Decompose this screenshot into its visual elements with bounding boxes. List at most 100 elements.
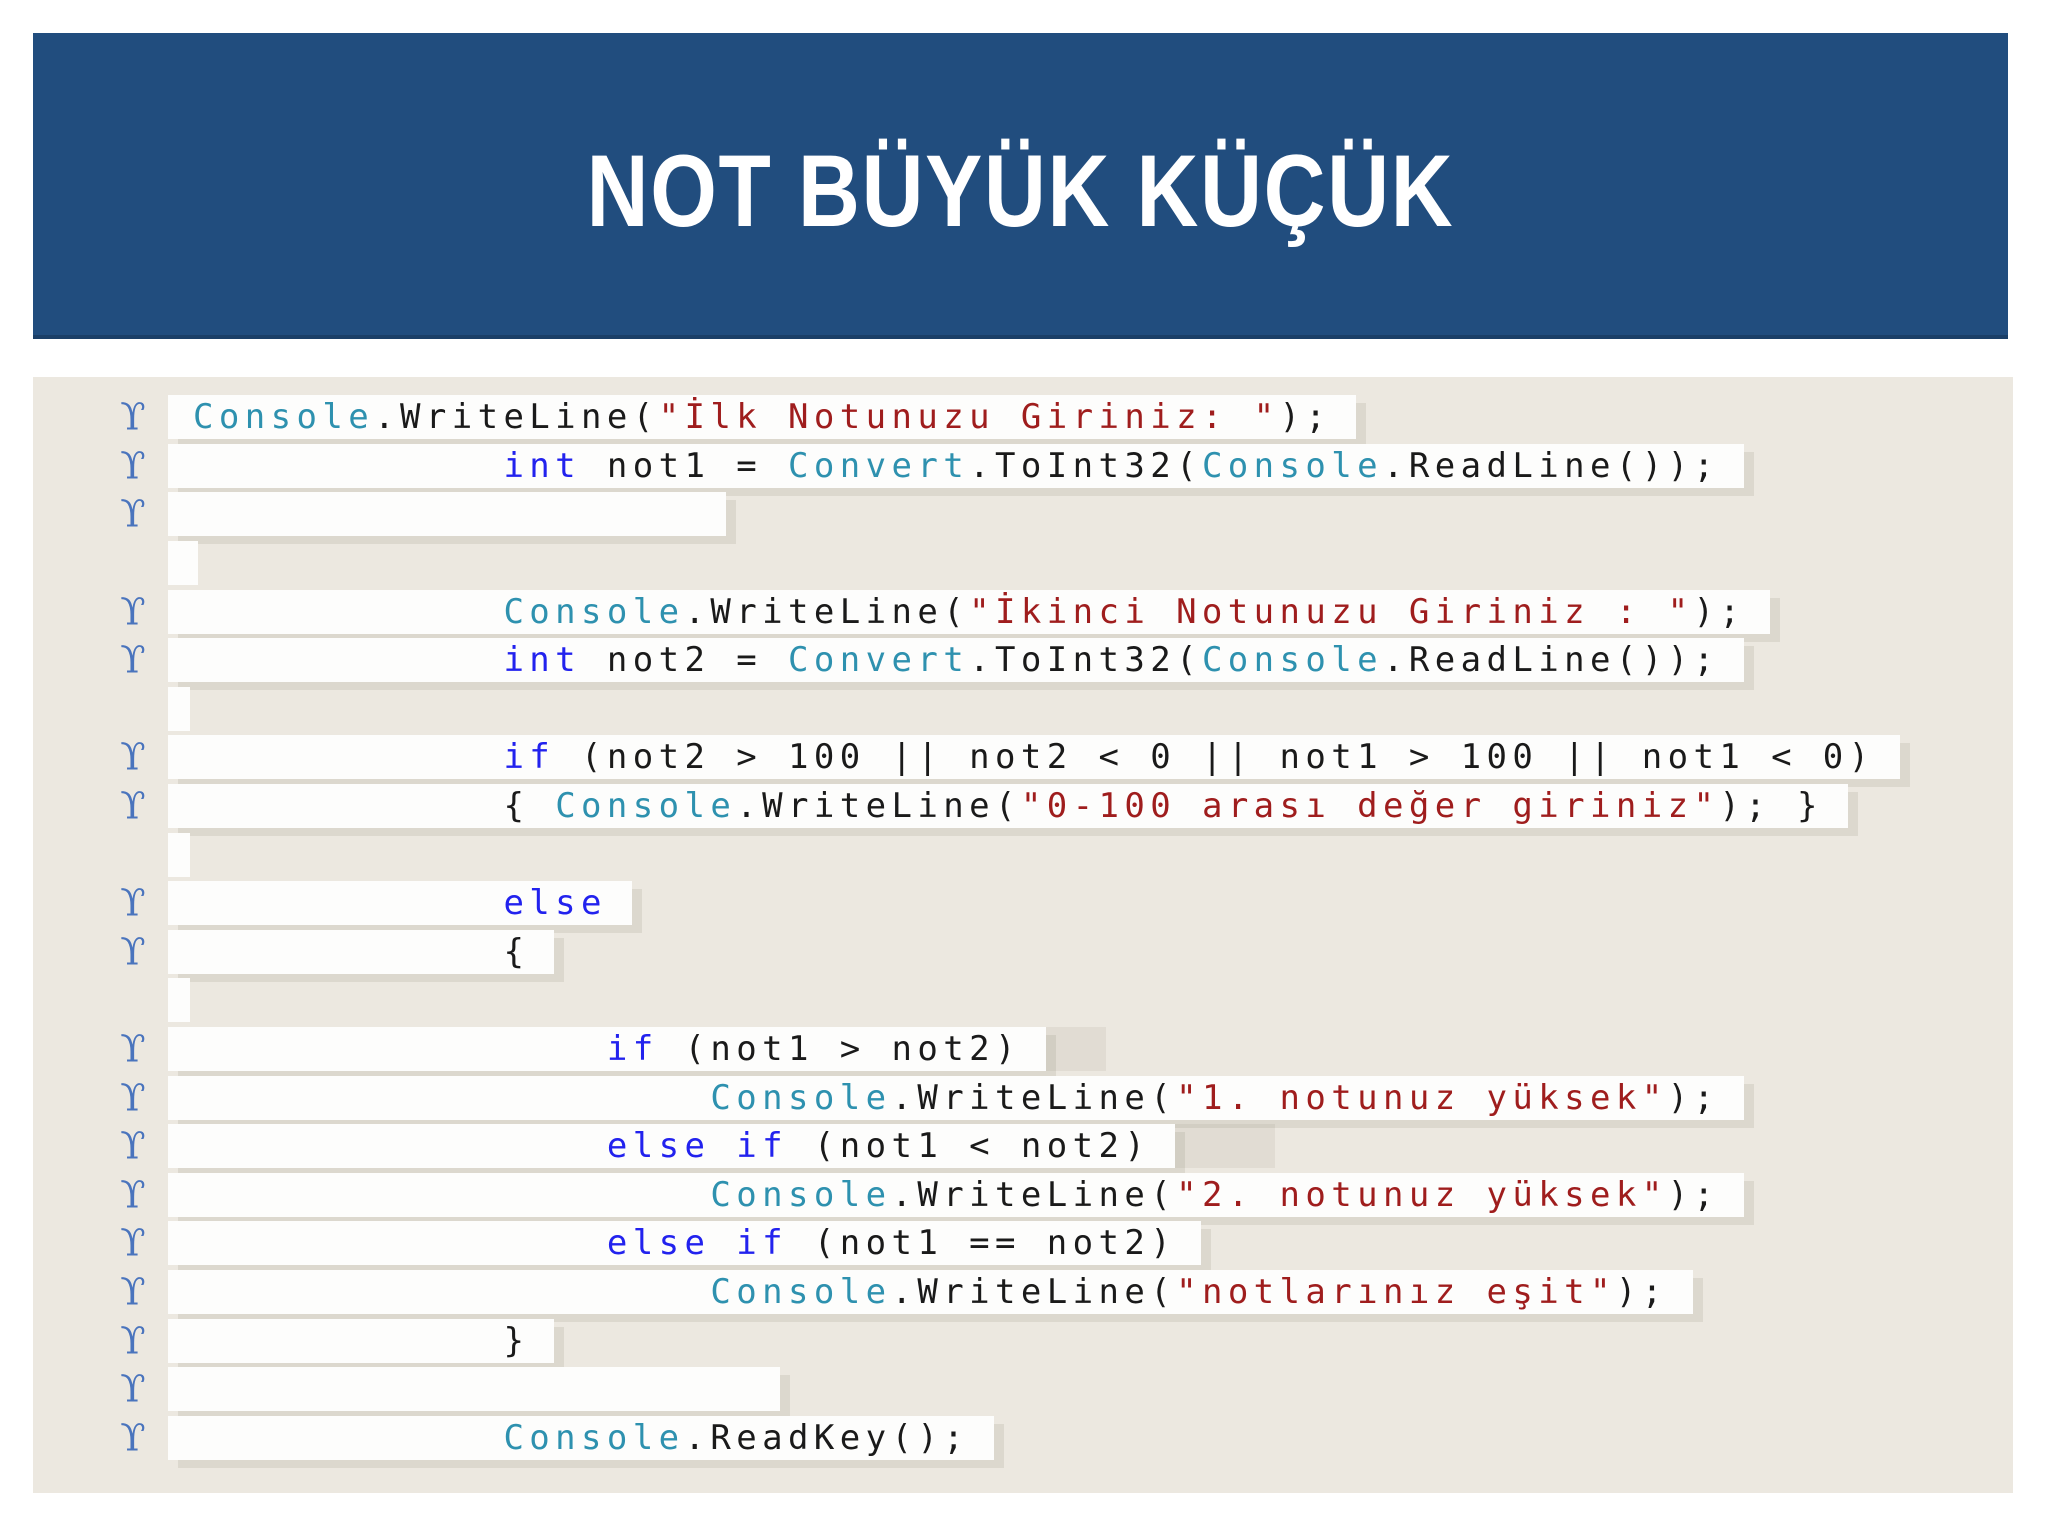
code-panel: ϒ Console.WriteLine("İlk Notunuzu Giriniz… bbox=[33, 377, 2013, 1493]
bullet-icon: ϒ bbox=[120, 1076, 146, 1120]
code-indent bbox=[193, 640, 503, 680]
code-line-highlight: int not2 = Convert.ToInt32(Console.ReadL… bbox=[168, 638, 1745, 683]
code-token-plain: } bbox=[503, 1320, 530, 1361]
code-indent bbox=[193, 1029, 607, 1069]
code-line-highlight: { bbox=[168, 929, 555, 974]
bullet-icon: ϒ bbox=[120, 1027, 146, 1071]
code-line: } bbox=[168, 1318, 555, 1363]
code-token-keyword: else bbox=[503, 883, 607, 924]
code-line: Console.WriteLine("İkinci Notunuzu Girin… bbox=[168, 589, 1771, 634]
code-token-string: "0-100 arası değer giriniz" bbox=[1020, 786, 1720, 827]
bullet-icon: ϒ bbox=[120, 590, 146, 634]
code-line bbox=[168, 541, 198, 586]
empty-line-highlight bbox=[168, 978, 190, 1023]
bullet-icon: ϒ bbox=[120, 1221, 146, 1265]
code-token-plain: .WriteLine( bbox=[374, 397, 659, 438]
code-token-keyword: if bbox=[736, 1223, 789, 1264]
code-token-keyword: int bbox=[503, 640, 582, 681]
code-line: else if (not1 == not2) bbox=[168, 1221, 1202, 1266]
code-indent bbox=[193, 883, 503, 923]
code-token-plain: ); bbox=[1719, 786, 1772, 827]
code-token-keyword: if bbox=[736, 1126, 789, 1167]
code-row: ϒ if (not2 > 100 || not2 < 0 || not1 > 1… bbox=[33, 733, 2013, 782]
code-token-plain: .WriteLine( bbox=[684, 591, 970, 632]
empty-line-highlight bbox=[168, 492, 726, 537]
code-token-plain: (not1 > not2) bbox=[658, 1029, 1021, 1070]
code-token-plain: (not1 < not2) bbox=[788, 1126, 1151, 1167]
code-row: ϒ if (not1 > not2) bbox=[33, 1025, 2013, 1074]
code-line-highlight: Console.ReadKey(); bbox=[168, 1415, 995, 1460]
slide-title: NOT BÜYÜK KÜÇÜK bbox=[586, 133, 1455, 248]
code-line: int not2 = Convert.ToInt32(Console.ReadL… bbox=[168, 638, 1745, 683]
code-line-highlight: } bbox=[168, 1318, 555, 1363]
bullet-icon: ϒ bbox=[120, 1173, 146, 1217]
code-token-keyword: if bbox=[606, 1029, 659, 1070]
code-line-highlight: if (not2 > 100 || not2 < 0 || not1 > 100… bbox=[168, 735, 1900, 780]
code-row: ϒ else if (not1 == not2) bbox=[33, 1219, 2013, 1268]
code-indent bbox=[193, 932, 503, 972]
code-token-plain bbox=[710, 1223, 736, 1263]
code-line bbox=[168, 686, 190, 731]
empty-line-highlight bbox=[168, 541, 198, 586]
code-row: ϒ Console.WriteLine("2. notunuz yüksek")… bbox=[33, 1171, 2013, 1220]
bullet-icon: ϒ bbox=[120, 1416, 146, 1460]
code-line: Console.WriteLine("2. notunuz yüksek"); bbox=[168, 1172, 1745, 1217]
empty-line-highlight bbox=[168, 1367, 780, 1412]
code-token-string: "2. notunuz yüksek" bbox=[1176, 1174, 1668, 1215]
code-row: ϒ } bbox=[33, 1316, 2013, 1365]
code-token-class: Console bbox=[503, 591, 685, 632]
code-token-plain: ); bbox=[1615, 1271, 1668, 1312]
bullet-icon: ϒ bbox=[120, 1319, 146, 1363]
code-token-keyword: int bbox=[503, 445, 582, 486]
code-row: ϒ bbox=[33, 490, 2013, 539]
code-token-plain: .WriteLine( bbox=[891, 1174, 1177, 1215]
code-indent bbox=[193, 786, 503, 826]
code-indent bbox=[193, 1175, 710, 1215]
bullet-icon: ϒ bbox=[120, 881, 146, 925]
code-line: else if (not1 < not2) bbox=[168, 1124, 1276, 1169]
code-line bbox=[168, 978, 190, 1023]
bullet-icon: ϒ bbox=[120, 1367, 146, 1411]
bullet-icon: ϒ bbox=[120, 784, 146, 828]
empty-line-highlight bbox=[168, 686, 190, 731]
code-line bbox=[168, 832, 190, 877]
bullet-icon: ϒ bbox=[120, 444, 146, 488]
code-token-class: Console bbox=[710, 1077, 892, 1118]
code-token-plain: .ToInt32( bbox=[969, 640, 1202, 681]
code-token-string: "İkinci Notunuzu Giriniz : " bbox=[969, 591, 1694, 632]
code-line-highlight: Console.WriteLine("İlk Notunuzu Giriniz:… bbox=[168, 395, 1357, 440]
code-indent bbox=[193, 1321, 503, 1361]
code-token-plain: { bbox=[503, 931, 530, 972]
code-token-plain: } bbox=[1771, 786, 1823, 827]
code-line: int not1 = Convert.ToInt32(Console.ReadL… bbox=[168, 443, 1745, 488]
code-line bbox=[168, 1367, 780, 1412]
code-line: { bbox=[168, 929, 555, 974]
code-line: { Console.WriteLine("0-100 arası değer g… bbox=[168, 784, 1848, 829]
code-line: Console.WriteLine("1. notunuz yüksek"); bbox=[168, 1075, 1745, 1120]
code-indent bbox=[193, 1418, 503, 1458]
code-token-class: Console bbox=[1201, 640, 1384, 681]
code-line: Console.WriteLine("notlarınız eşit"); bbox=[168, 1269, 1693, 1314]
code-token-class: Console bbox=[710, 1271, 892, 1312]
code-token-plain: ); bbox=[1667, 1174, 1720, 1215]
bullet-icon: ϒ bbox=[120, 930, 146, 974]
spacer-row bbox=[33, 539, 2013, 588]
code-token-keyword: if bbox=[503, 737, 556, 778]
code-line-highlight: if (not1 > not2) bbox=[168, 1027, 1046, 1072]
empty-line-highlight bbox=[168, 832, 190, 877]
code-token-keyword: else bbox=[606, 1223, 711, 1264]
code-indent bbox=[193, 592, 503, 632]
code-token-plain: .WriteLine( bbox=[736, 786, 1021, 827]
code-token-class: Convert bbox=[788, 640, 970, 681]
code-line-highlight: else if (not1 == not2) bbox=[168, 1221, 1202, 1266]
code-line-highlight: Console.WriteLine("2. notunuz yüksek"); bbox=[168, 1172, 1745, 1217]
code-line-highlight: else if (not1 < not2) bbox=[168, 1124, 1176, 1169]
code-line-highlight: else bbox=[168, 881, 632, 926]
code-row: ϒ int not2 = Convert.ToInt32(Console.Rea… bbox=[33, 636, 2013, 685]
code-indent bbox=[193, 1223, 607, 1263]
highlight-tail bbox=[1175, 1124, 1276, 1169]
code-indent bbox=[193, 1078, 710, 1118]
code-line-highlight: { Console.WriteLine("0-100 arası değer g… bbox=[168, 784, 1848, 829]
